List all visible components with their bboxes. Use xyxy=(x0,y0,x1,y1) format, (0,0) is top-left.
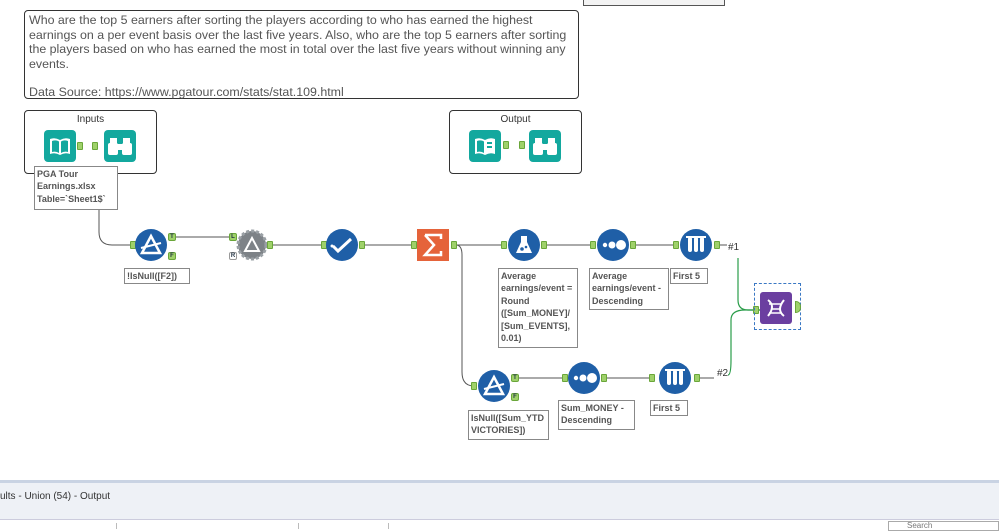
toolbar-separator xyxy=(298,523,299,529)
connection-wires xyxy=(70,144,760,387)
summarize-tool[interactable] xyxy=(417,229,449,261)
sample1-input-anchor[interactable] xyxy=(673,241,679,249)
connection-label-2: #2 xyxy=(717,368,729,379)
binoculars-icon xyxy=(529,130,561,162)
test-tubes-icon xyxy=(680,229,712,261)
book-icon xyxy=(44,130,76,162)
filter1-false-anchor[interactable]: F xyxy=(168,252,176,260)
output-data-anchor[interactable] xyxy=(503,141,509,149)
formula-input-anchor[interactable] xyxy=(501,241,507,249)
union-tool[interactable] xyxy=(760,292,792,324)
sample-tool-1[interactable] xyxy=(680,229,712,261)
union-output-anchor[interactable] xyxy=(795,301,801,313)
output-data-tool[interactable] xyxy=(469,130,501,162)
filter2-label: IsNull([Sum_YTD VICTORIES]) xyxy=(468,410,549,440)
sort2-input-anchor[interactable] xyxy=(562,374,568,382)
output-container-title: Output xyxy=(500,114,531,125)
sort-dots-icon xyxy=(597,229,629,261)
comment-source: Data Source: https://www.pgatour.com/sta… xyxy=(29,85,344,99)
browse-output-input-anchor[interactable] xyxy=(519,141,525,149)
select-output-anchor[interactable] xyxy=(359,241,365,249)
results-panel-title: ults - Union (54) - Output xyxy=(0,491,111,502)
summarize-input-anchor[interactable] xyxy=(411,241,417,249)
sample1-output-anchor[interactable] xyxy=(714,241,720,249)
sort2-output-anchor[interactable] xyxy=(601,374,607,382)
window-fragment xyxy=(583,0,725,6)
sort-tool-1[interactable] xyxy=(597,229,629,261)
sigma-icon xyxy=(417,229,449,261)
browse-input-anchor[interactable] xyxy=(92,142,98,150)
browse-tool-output[interactable] xyxy=(529,130,561,162)
filter2-false-anchor[interactable]: F xyxy=(511,393,519,401)
select-tool[interactable] xyxy=(326,229,358,261)
formula-output-anchor[interactable] xyxy=(541,241,547,249)
join-output-anchor[interactable] xyxy=(267,241,273,249)
sample1-label: First 5 xyxy=(670,268,708,284)
filter-tool-1[interactable] xyxy=(135,229,167,261)
results-search-input[interactable]: Search xyxy=(888,521,999,531)
filter-icon xyxy=(478,370,510,402)
join-tool[interactable] xyxy=(236,229,268,261)
sample2-output-anchor[interactable] xyxy=(694,374,700,382)
input-output-anchor[interactable] xyxy=(77,142,83,150)
join-left-anchor[interactable]: L xyxy=(229,233,237,241)
gear-icon xyxy=(236,229,268,261)
union-input-anchor[interactable] xyxy=(753,306,759,314)
sample2-label: First 5 xyxy=(650,400,688,416)
dna-icon xyxy=(760,292,792,324)
sample2-input-anchor[interactable] xyxy=(649,374,655,382)
test-tubes-icon xyxy=(659,362,691,394)
workflow-canvas[interactable]: Who are the top 5 earners after sorting … xyxy=(0,0,999,480)
binoculars-icon xyxy=(104,130,136,162)
formula-label: Average earnings/event = Round ([Sum_MON… xyxy=(498,268,578,348)
filter2-true-anchor[interactable]: T xyxy=(511,374,519,382)
comment-tool[interactable]: Who are the top 5 earners after sorting … xyxy=(24,10,579,99)
input-data-tool[interactable] xyxy=(44,130,76,162)
filter-tool-2[interactable] xyxy=(478,370,510,402)
sort-tool-2[interactable] xyxy=(568,362,600,394)
summarize-output-anchor[interactable] xyxy=(451,241,457,249)
checkmark-icon xyxy=(326,229,358,261)
input-data-label: PGA Tour Earnings.xlsx Table=`Sheet1$` xyxy=(34,166,118,210)
results-toolbar xyxy=(0,519,999,530)
sort1-output-anchor[interactable] xyxy=(630,241,636,249)
filter1-true-anchor[interactable]: T xyxy=(168,233,176,241)
comment-text: Who are the top 5 earners after sorting … xyxy=(29,13,567,71)
sort2-label: Sum_MONEY - Descending xyxy=(558,400,635,430)
sort-dots-icon xyxy=(568,362,600,394)
connection-label-1: #1 xyxy=(728,242,740,253)
browse-tool-inputs[interactable] xyxy=(104,130,136,162)
sort1-label: Average earnings/event - Descending xyxy=(589,268,669,310)
sort1-input-anchor[interactable] xyxy=(590,241,596,249)
formula-tool[interactable] xyxy=(508,229,540,261)
inputs-container-title: Inputs xyxy=(76,114,105,125)
toolbar-separator xyxy=(116,523,117,529)
book-icon xyxy=(469,130,501,162)
filter1-label: !IsNull([F2]) xyxy=(124,268,190,284)
filter-icon xyxy=(135,229,167,261)
toolbar-separator xyxy=(388,523,389,529)
filter2-input-anchor[interactable] xyxy=(471,382,477,390)
sample-tool-2[interactable] xyxy=(659,362,691,394)
results-panel: ults - Union (54) - Output Search xyxy=(0,480,999,531)
flask-icon xyxy=(508,229,540,261)
join-right-anchor[interactable]: R xyxy=(229,252,237,260)
